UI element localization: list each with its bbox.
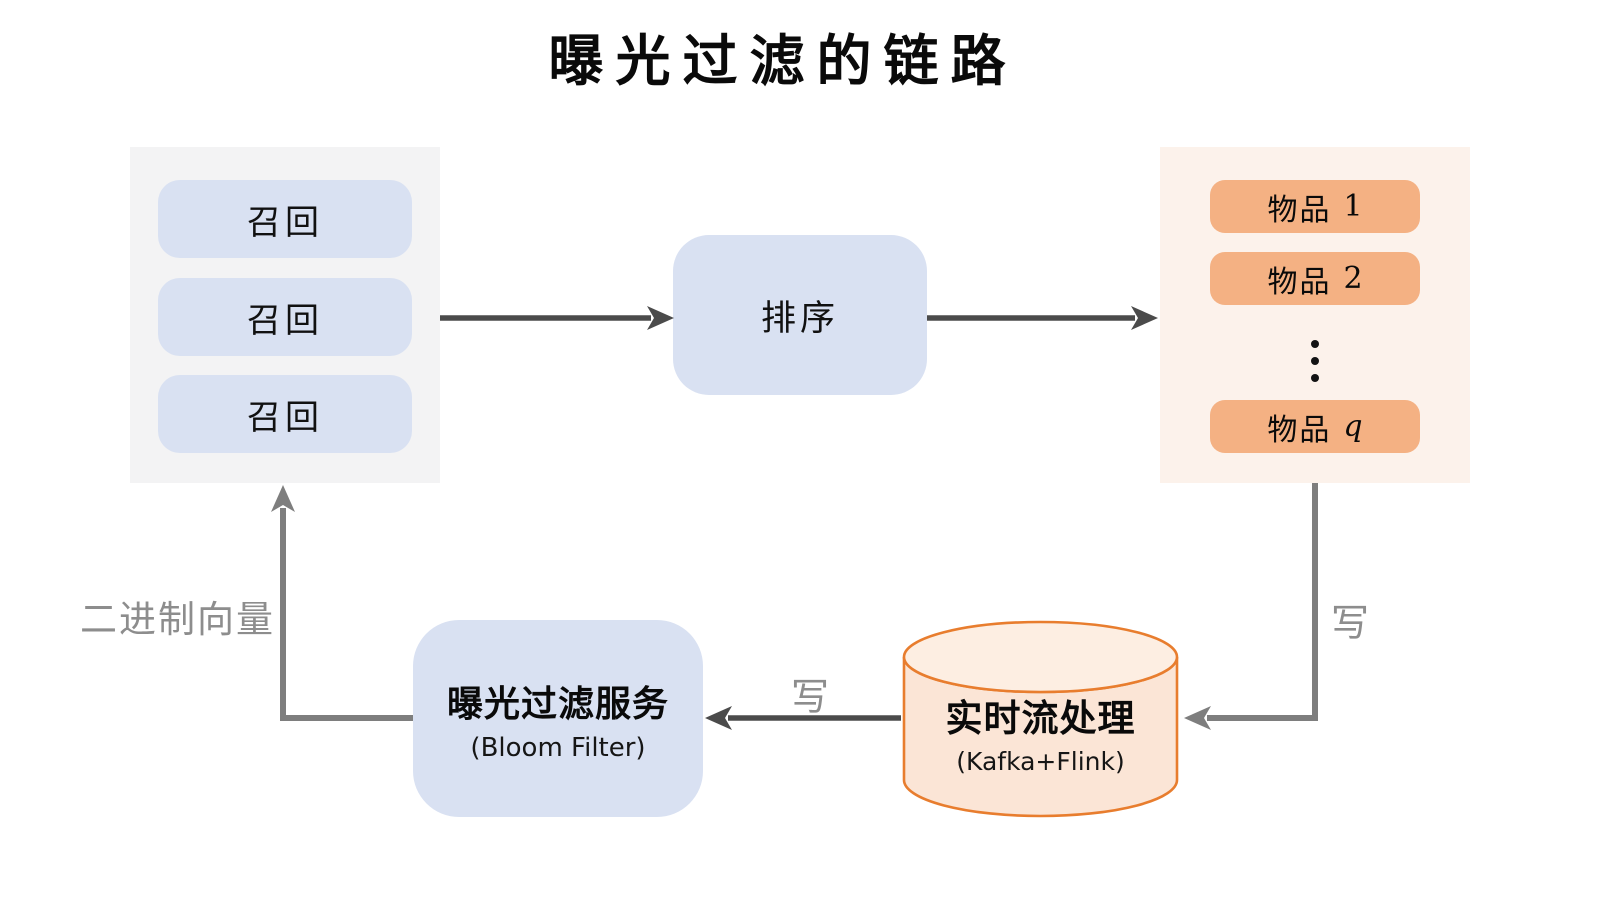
recall-box-label: 召回 (247, 300, 323, 341)
item-box-index: 1 (1343, 189, 1363, 224)
recall-box: 召回 (158, 375, 412, 453)
page-title: 曝光过滤的链路 (548, 29, 1018, 93)
recall-box: 召回 (158, 180, 412, 258)
edge-label-write-to-stream: 写 (1331, 601, 1370, 645)
item-box: 物品 1 (1210, 180, 1420, 233)
vertical-ellipsis-icon (1311, 340, 1319, 382)
item-box-label: 物品 (1267, 192, 1332, 228)
recall-panel: 召回 召回 召回 (130, 147, 440, 483)
bloom-service-title: 曝光过滤服务 (446, 683, 669, 725)
item-box-label: 物品 (1267, 412, 1332, 448)
rank-box: 排序 (673, 235, 927, 395)
item-box-index: 2 (1343, 261, 1363, 296)
arrow-recall-to-rank (440, 306, 674, 330)
item-box: 物品 2 (1210, 252, 1420, 305)
recall-box-label: 召回 (247, 397, 323, 438)
arrow-bloom-to-recall (271, 485, 413, 721)
bloom-service-box: 曝光过滤服务 (Bloom Filter) (413, 620, 703, 817)
recall-box-label: 召回 (247, 202, 323, 243)
item-box: 物品 q (1210, 400, 1420, 453)
edge-label-binary-vector: 二进制向量 (80, 598, 275, 641)
item-box-label: 物品 (1267, 264, 1332, 300)
rank-box-label: 排序 (760, 298, 839, 339)
arrow-items-to-stream (1184, 483, 1318, 730)
stream-db-subtitle: (Kafka+Flink) (956, 747, 1125, 776)
arrow-rank-to-items (927, 306, 1158, 330)
stream-db: 实时流处理 (Kafka+Flink) (901, 619, 1180, 819)
items-panel: 物品 1 物品 2 物品 q (1160, 147, 1470, 483)
edge-label-write-to-bloom: 写 (791, 675, 830, 719)
stream-db-title: 实时流处理 (945, 697, 1136, 740)
bloom-service-subtitle: (Bloom Filter) (470, 732, 646, 763)
item-box-index: q (1343, 409, 1363, 444)
recall-box: 召回 (158, 278, 412, 356)
database-cylinder-icon (902, 620, 1179, 818)
